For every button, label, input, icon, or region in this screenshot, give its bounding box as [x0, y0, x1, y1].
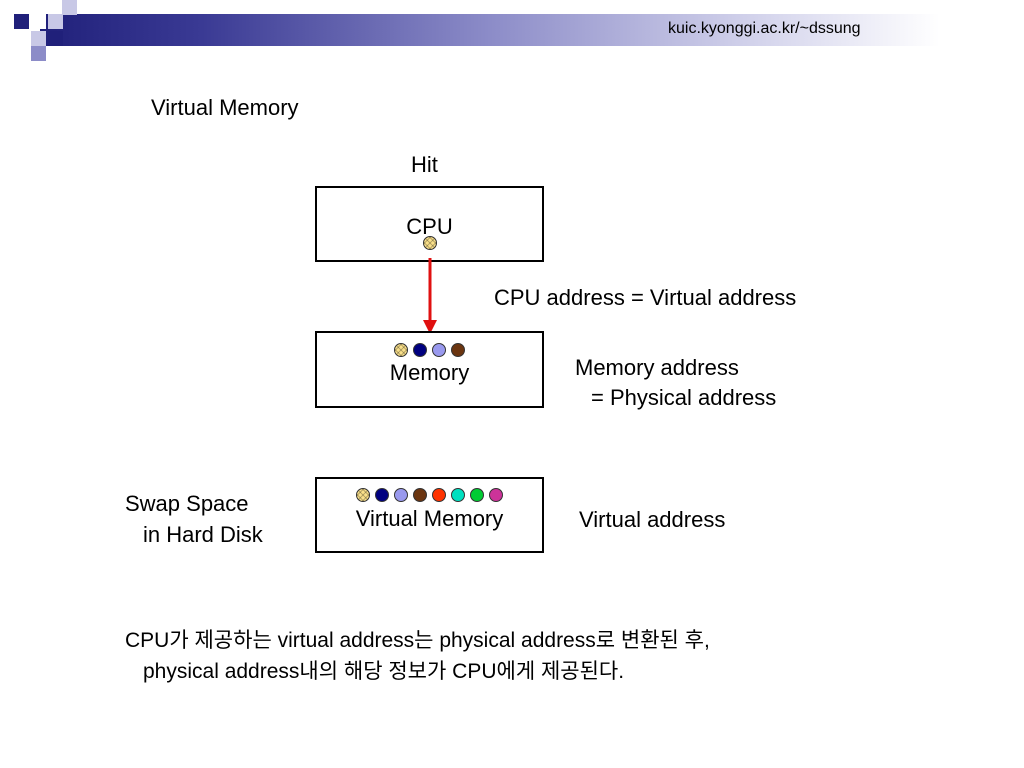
virtual-dot-5 — [432, 488, 446, 502]
cpu-box-label: CPU — [406, 214, 453, 239]
memory-dot-1 — [394, 343, 408, 357]
virtual-dot-7 — [470, 488, 484, 502]
swap-space-line1: Swap Space — [125, 491, 249, 516]
memory-box-label: Memory — [389, 360, 470, 385]
cpu-address-text: CPU address = Virtual address — [494, 285, 797, 310]
memory-dot-4 — [451, 343, 465, 357]
fetch-arrow — [423, 258, 437, 334]
swap-space-line2: in Hard Disk — [143, 522, 263, 547]
hit-label: Hit — [411, 152, 438, 177]
cpu-box: CPU — [315, 186, 544, 262]
header-url: kuic.kyonggi.ac.kr/~dssung — [668, 20, 861, 37]
virtual-dot-3 — [394, 488, 408, 502]
virtual-memory-box-label: Virtual Memory — [355, 506, 504, 531]
memory-dot-3 — [432, 343, 446, 357]
header-logo-squares — [0, 0, 80, 62]
explanation-note: CPU가 제공하는 virtual address는 physical addr… — [125, 625, 710, 687]
virtual-memory-box: Virtual Memory — [315, 477, 544, 553]
memory-dot-2 — [413, 343, 427, 357]
cpu-data-dot — [422, 236, 437, 250]
virtual-dot-2 — [375, 488, 389, 502]
explanation-line2: physical address내의 해당 정보가 CPU에게 제공된다. — [143, 660, 625, 683]
virtual-dot-1 — [356, 488, 370, 502]
explanation-line1: CPU가 제공하는 virtual address는 physical addr… — [125, 629, 710, 652]
virtual-dot-8 — [489, 488, 503, 502]
memory-address-line1: Memory address — [575, 355, 739, 380]
virtual-address-text: Virtual address — [579, 507, 726, 532]
memory-address-line2: = Physical address — [591, 385, 777, 410]
slide-title: Virtual Memory — [151, 95, 299, 120]
virtual-dot-4 — [413, 488, 427, 502]
virtual-dot-6 — [451, 488, 465, 502]
memory-box: Memory — [315, 331, 544, 408]
header-gradient-bar — [40, 14, 940, 46]
